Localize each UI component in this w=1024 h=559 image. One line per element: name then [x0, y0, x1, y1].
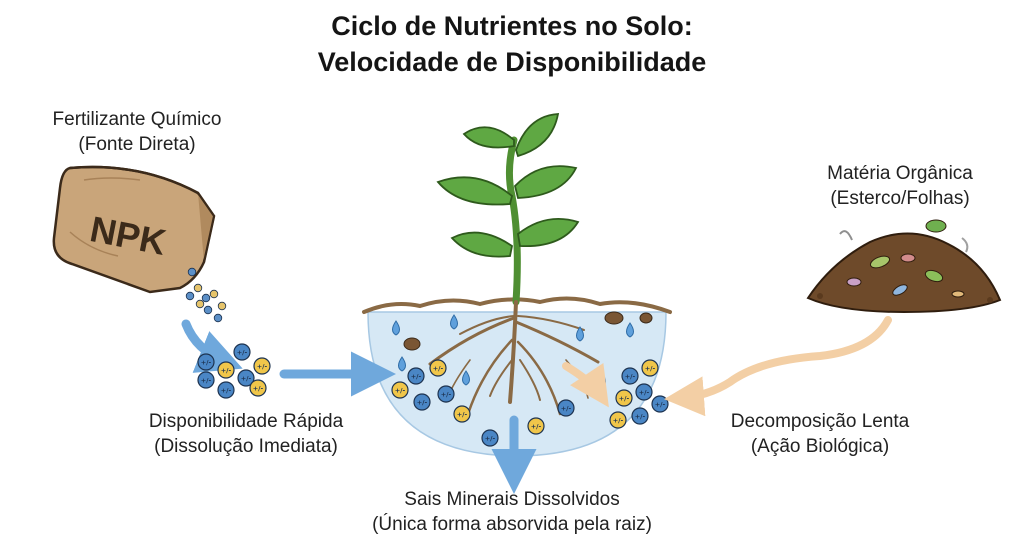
ion-yellow: +/-	[253, 357, 271, 375]
fertilizer-granules	[185, 267, 227, 323]
soil-pebbles	[403, 311, 653, 351]
ion-symbol: +/-	[201, 376, 212, 384]
ion-blue: +/-	[631, 407, 649, 425]
granule	[209, 289, 219, 299]
ion-symbol: +/-	[201, 358, 212, 366]
granule	[201, 293, 211, 303]
ion-blue: +/-	[237, 369, 255, 387]
plant-leaf	[450, 231, 513, 258]
granule	[203, 305, 213, 315]
water-drop	[392, 320, 400, 336]
ion-symbol: +/-	[441, 390, 452, 398]
ion-blue: +/-	[557, 399, 575, 417]
granule	[217, 301, 227, 311]
ion-symbol: +/-	[253, 384, 264, 392]
ion-symbol: +/-	[221, 366, 232, 374]
plant-leaf	[436, 176, 514, 206]
chemical-label-line-2: (Fonte Direta)	[78, 134, 196, 155]
ion-symbol: +/-	[411, 372, 422, 380]
microbe	[961, 237, 969, 253]
title-line-1: Ciclo de Nutrientes no Solo:	[331, 11, 693, 41]
slow-label-line-2: (Ação Biológica)	[750, 436, 890, 457]
ion-blue: +/-	[651, 395, 669, 413]
ion-yellow: +/-	[641, 359, 659, 377]
npk-bag: NPK	[52, 165, 216, 294]
organic-label-line-2: (Esterco/Folhas)	[830, 188, 970, 209]
plant-roots	[428, 300, 600, 416]
ion-symbol: +/-	[257, 362, 268, 370]
ion-blue: +/-	[481, 429, 499, 447]
granule	[213, 313, 223, 323]
ion-yellow: +/-	[217, 361, 235, 379]
microbe	[839, 230, 853, 241]
ion-symbol: +/-	[561, 404, 572, 412]
chemical-label-line-1: Fertilizante Químico	[52, 109, 222, 130]
soil-ions-cluster: +/-+/-+/-+/-+/-+/-+/-+/-+/-+/-+/-+/-+/-+…	[391, 359, 669, 447]
ion-symbol: +/-	[645, 364, 656, 372]
ion-symbol: +/-	[221, 386, 232, 394]
ion-symbol: +/-	[395, 386, 406, 394]
granule	[195, 299, 205, 309]
salts-label-line-2: (Única forma absorvida pela raiz)	[372, 514, 652, 535]
plant	[436, 113, 580, 306]
ion-blue: +/-	[437, 385, 455, 403]
ion-yellow: +/-	[391, 381, 409, 399]
ion-symbol: +/-	[237, 348, 248, 356]
rapid-label-line-2: (Dissolução Imediata)	[154, 436, 338, 457]
water-drop	[462, 370, 470, 386]
ion-symbol: +/-	[625, 372, 636, 380]
ion-symbol: +/-	[655, 400, 666, 408]
ion-symbol: +/-	[241, 374, 252, 382]
granule	[185, 291, 195, 301]
ion-yellow: +/-	[453, 405, 471, 423]
ion-yellow: +/-	[609, 411, 627, 429]
water-drop	[398, 356, 406, 372]
ion-symbol: +/-	[531, 422, 542, 430]
plant-leaf	[462, 126, 515, 149]
plant-leaf	[514, 165, 578, 199]
water-drop	[626, 322, 634, 338]
ion-blue: +/-	[635, 383, 653, 401]
water-drop	[576, 326, 584, 342]
ion-symbol: +/-	[485, 434, 496, 442]
microbe	[925, 219, 947, 233]
ion-yellow: +/-	[615, 389, 633, 407]
ion-symbol: +/-	[619, 394, 630, 402]
ion-symbol: +/-	[417, 398, 428, 406]
compost-pile	[806, 219, 1002, 314]
granule	[187, 267, 197, 277]
ion-symbol: +/-	[635, 412, 646, 420]
ion-symbol: +/-	[457, 410, 468, 418]
plant-leaf	[517, 217, 580, 247]
granule	[193, 283, 203, 293]
rapid-label-line-1: Disponibilidade Rápida	[148, 411, 344, 432]
plant-leaf	[515, 113, 560, 158]
water-drop	[450, 314, 458, 330]
organic-label-line-1: Matéria Orgânica	[827, 163, 973, 184]
ion-yellow: +/-	[249, 379, 267, 397]
ion-symbol: +/-	[639, 388, 650, 396]
ion-blue: +/-	[621, 367, 639, 385]
arrow-decomposition	[664, 316, 892, 417]
ion-yellow: +/-	[527, 417, 545, 435]
title-line-2: Velocidade de Disponibilidade	[317, 47, 707, 77]
ion-blue: +/-	[407, 367, 425, 385]
slow-label-line-1: Decomposição Lenta	[730, 411, 910, 432]
ion-blue: +/-	[197, 353, 215, 371]
ion-yellow: +/-	[429, 359, 447, 377]
salts-label-line-1: Sais Minerais Dissolvidos	[404, 489, 620, 510]
arrow-root-to-ions	[562, 362, 609, 408]
ion-symbol: +/-	[613, 416, 624, 424]
ion-symbol: +/-	[433, 364, 444, 372]
ion-blue: +/-	[197, 371, 215, 389]
ion-blue: +/-	[217, 381, 235, 399]
rapid-ions-cluster: +/-+/-+/-+/-+/-+/-+/-+/-	[197, 343, 271, 399]
ion-blue: +/-	[413, 393, 431, 411]
ion-blue: +/-	[233, 343, 251, 361]
arrow-pour-down	[181, 319, 243, 373]
